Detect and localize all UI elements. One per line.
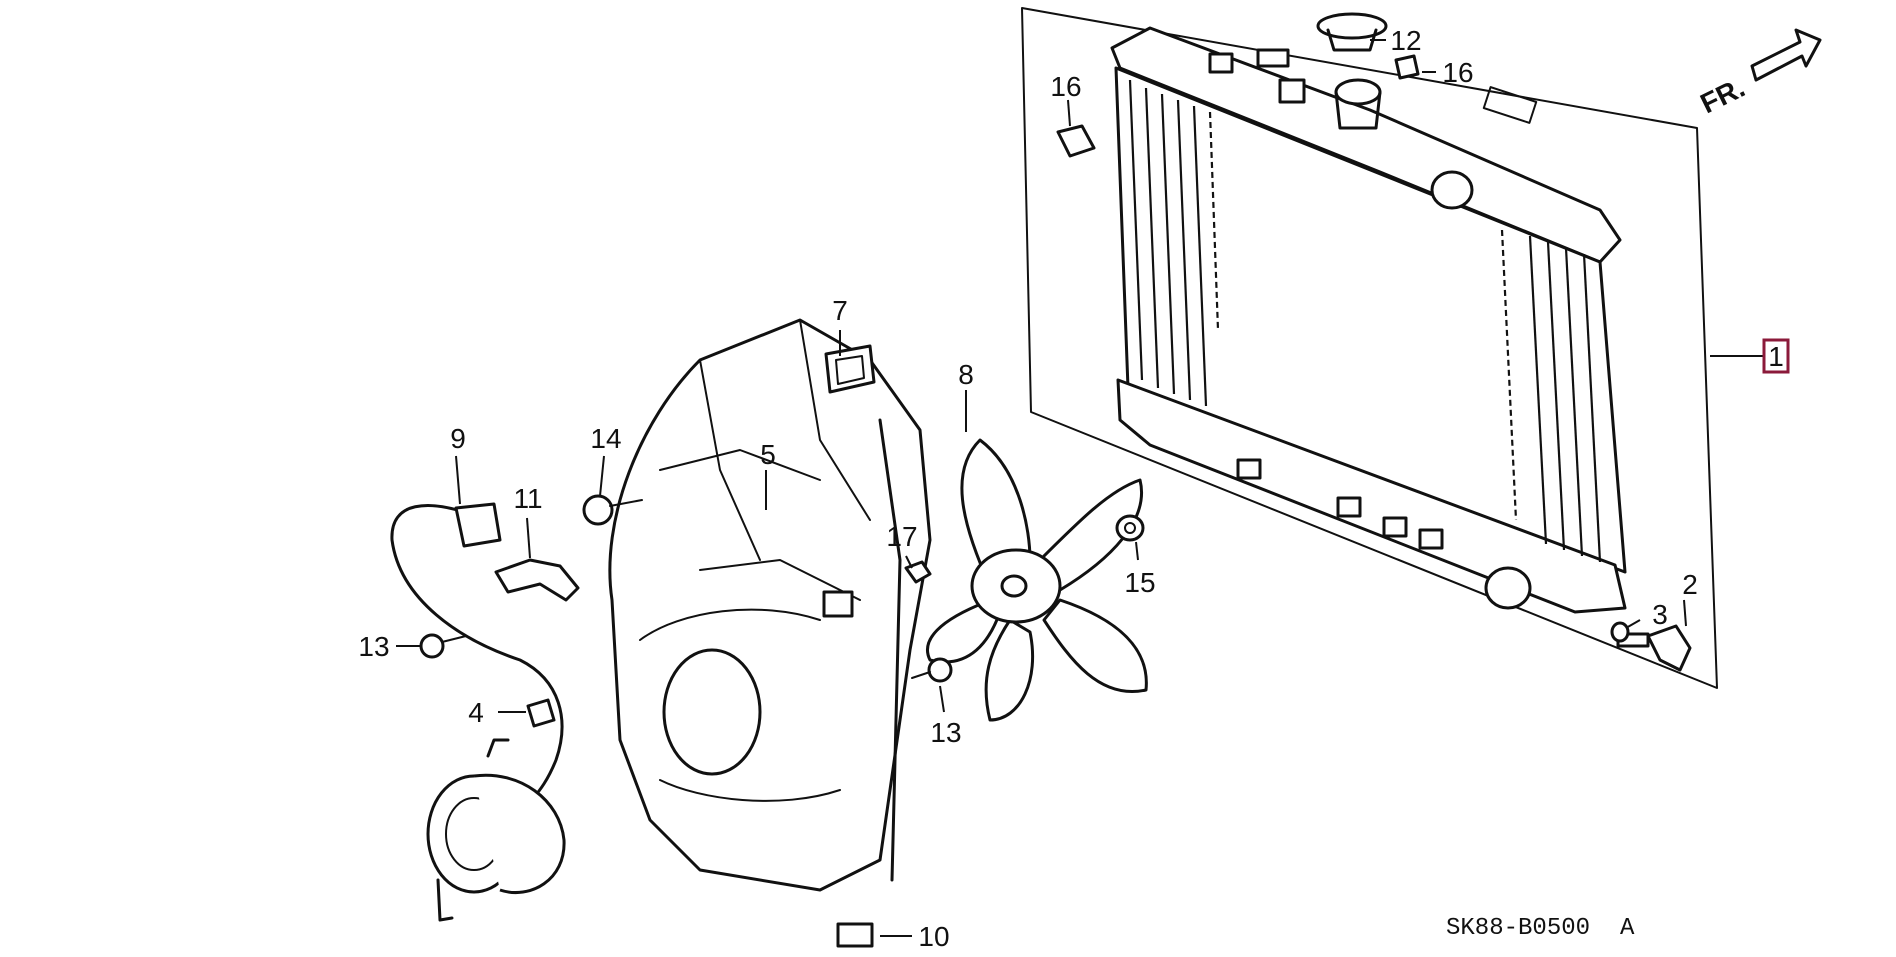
grommet-15[interactable] [1115,514,1145,542]
callout-16-left[interactable]: 16 [1050,71,1081,102]
callout-17[interactable]: 17 [886,521,917,552]
reference-code-block: SK88-B0500 A [1446,915,1635,942]
callout-4[interactable]: 4 [468,697,484,728]
drain-plug[interactable] [1616,624,1692,672]
bolt-13-center[interactable] [911,657,953,683]
front-arrow-icon [1750,28,1822,82]
callout-14[interactable]: 14 [590,423,621,454]
bolt-13-left[interactable] [419,633,467,659]
wire-bracket[interactable] [494,558,580,602]
reference-suffix: A [1620,915,1635,942]
radiator-mount-tab [1278,78,1306,104]
callout-3[interactable]: 3 [1652,599,1668,630]
radiator-bottom-tank [1116,378,1627,614]
clip-16-upper[interactable] [1394,54,1420,80]
callout-numbers: 1 2 3 4 5 7 8 9 10 11 12 13 13 14 15 16 … [358,25,1790,952]
callout-11[interactable]: 11 [513,483,542,514]
reference-code: SK88-B0500 [1446,915,1590,942]
callout-13-left[interactable]: 13 [358,631,389,662]
callout-7[interactable]: 7 [832,295,848,326]
callout-16-upper[interactable]: 16 [1442,57,1473,88]
callout-9[interactable]: 9 [450,423,466,454]
callout-1[interactable]: 1 [1768,341,1784,372]
callout-1-highlight [1762,338,1790,374]
callout-2[interactable]: 2 [1682,569,1698,600]
callout-8[interactable]: 8 [958,359,974,390]
clip-4[interactable] [526,698,556,728]
radiator-cap[interactable] [1316,12,1388,52]
front-direction-indicator: FR. [1696,28,1822,120]
drain-plug-washer[interactable] [1610,621,1630,643]
radiator-assembly[interactable] [1021,7,1718,689]
radiator-mount-tab [1208,52,1234,74]
fan-motor-wiring[interactable] [390,502,564,802]
radiator-label-plate [1482,86,1538,124]
radiator-mount-tab [1336,496,1362,518]
radiator-mount-tab [1382,516,1408,538]
upper-hose-outlet [1430,170,1474,210]
callout-5[interactable]: 5 [760,439,776,470]
front-label: FR. [1696,72,1750,120]
radiator-filler-neck [1334,78,1382,106]
shroud-lower-mount[interactable] [836,922,874,948]
callout-12[interactable]: 12 [1390,25,1421,56]
clip-16-left[interactable] [1056,124,1096,158]
leader-lines [396,39,1764,937]
fan-motor-connector [454,502,502,548]
shroud-upper-mount[interactable] [824,344,876,394]
fan-motor[interactable] [426,738,566,922]
radiator-mount-tab [1236,458,1262,480]
callout-15[interactable]: 15 [1124,567,1155,598]
radiator-mount-tab [1256,48,1290,68]
radiator-mount-tab [1418,528,1444,550]
radiator-boundary-box [1021,7,1718,689]
cooling-fan[interactable] [926,438,1148,722]
callout-13-center[interactable]: 13 [930,717,961,748]
lower-hose-outlet [1484,566,1532,610]
fan-shroud[interactable] [608,318,932,892]
radiator-fins [1128,79,1602,563]
callout-10[interactable]: 10 [918,921,949,952]
bolt-14[interactable] [582,494,643,526]
